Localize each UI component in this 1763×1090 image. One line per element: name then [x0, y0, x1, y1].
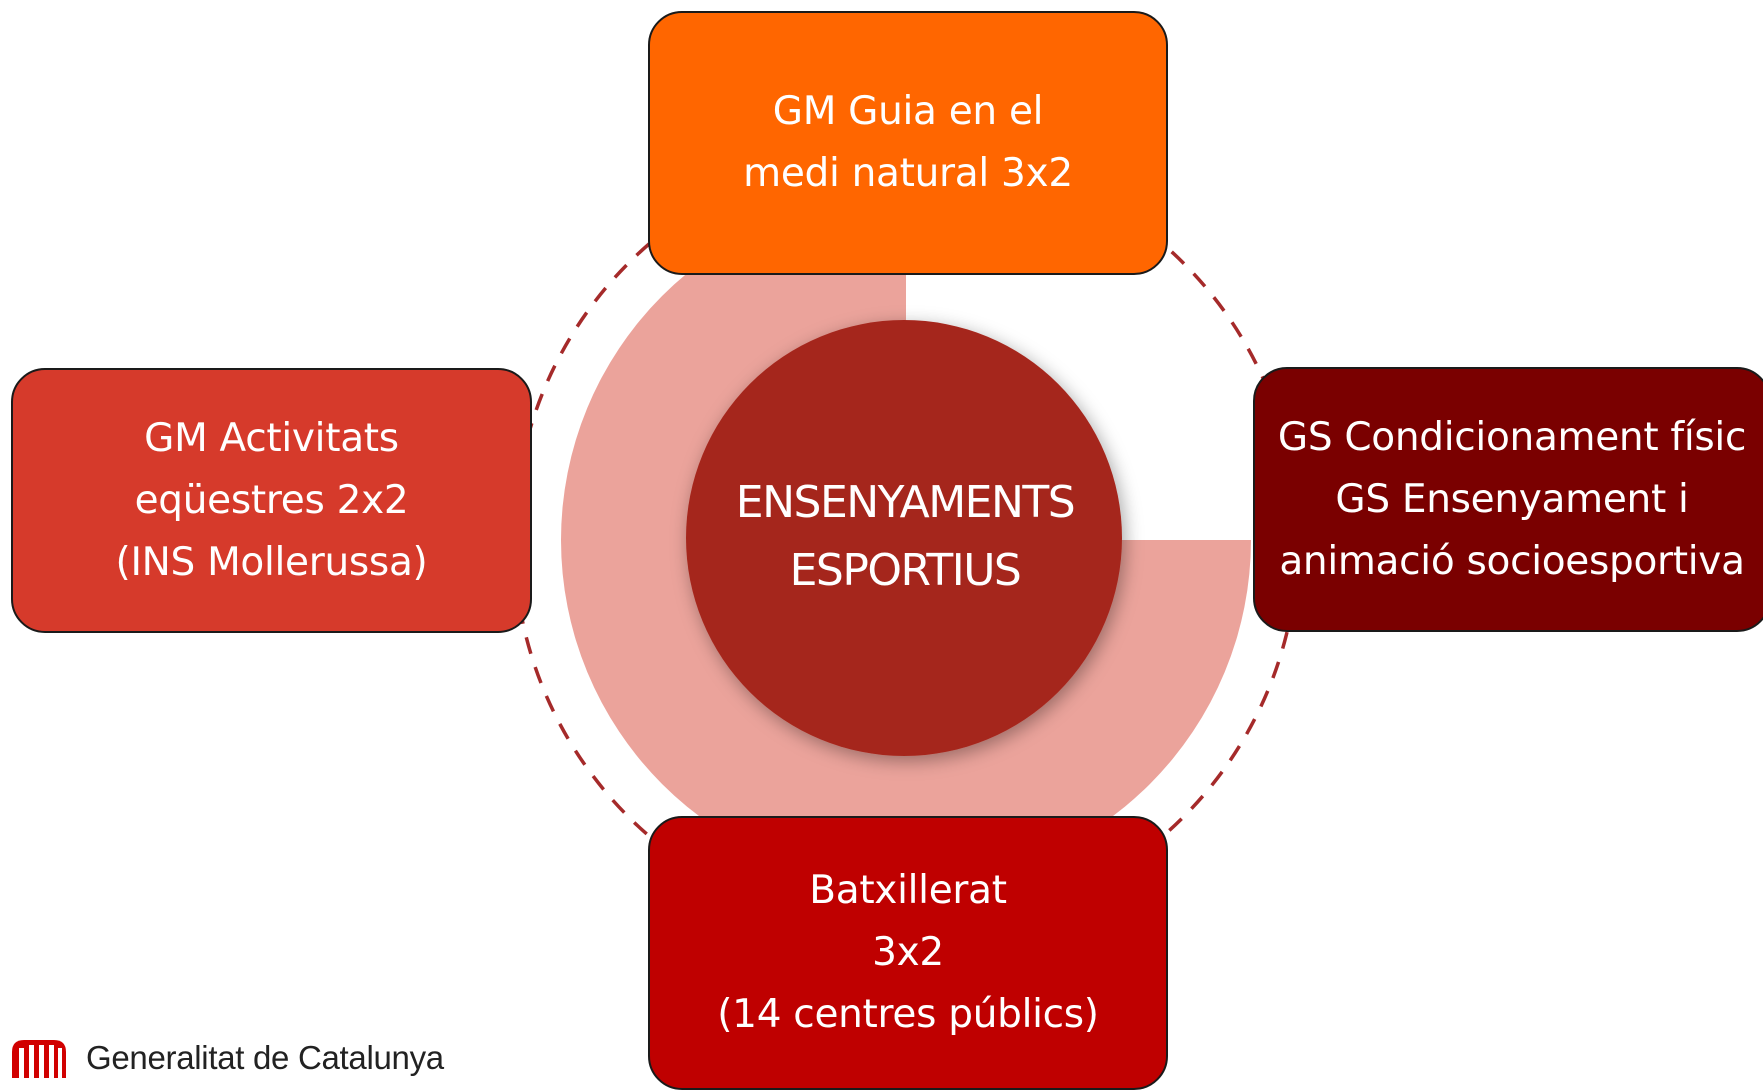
box-right-line-1: GS Condicionament físic [1277, 414, 1747, 460]
box-bottom-line-1: Batxillerat [809, 868, 1007, 913]
box-batxillerat: Batxillerat 3x2 (14 centres públics) [648, 816, 1168, 1090]
center-label-line-2: ESPORTIUS [789, 545, 1022, 596]
box-left-line-3: (INS Mollerussa) [115, 539, 428, 585]
generalitat-emblem-icon [12, 1040, 66, 1078]
center-label-line-1: ENSENYAMENTS [735, 477, 1076, 528]
center-circle [686, 320, 1122, 756]
box-gm-activitats-equestres: GM Activitats eqüestres 2x2 (INS Molleru… [11, 368, 532, 633]
box-top-line-1: GM Guia en el [772, 89, 1044, 134]
center-label: ENSENYAMENTS ESPORTIUS [685, 312, 1125, 762]
footer-branding: Generalitat de Catalunya [10, 1038, 444, 1078]
box-bottom-line-2: 3x2 [872, 930, 944, 975]
box-bottom-line-3: (14 centres públics) [717, 992, 1099, 1037]
box-gm-guia-medi-natural: GM Guia en el medi natural 3x2 [648, 11, 1168, 275]
box-right-line-3: animació socioesportiva [1279, 538, 1745, 584]
box-gs-condicionament-ensenyament: GS Condicionament físic GS Ensenyament i… [1253, 367, 1763, 632]
box-left-line-2: eqüestres 2x2 [134, 477, 409, 523]
organization-name: Generalitat de Catalunya [86, 1039, 444, 1076]
box-top-line-2: medi natural 3x2 [743, 151, 1073, 196]
box-left-line-1: GM Activitats [144, 415, 399, 461]
box-right-line-2: GS Ensenyament i [1335, 476, 1689, 522]
